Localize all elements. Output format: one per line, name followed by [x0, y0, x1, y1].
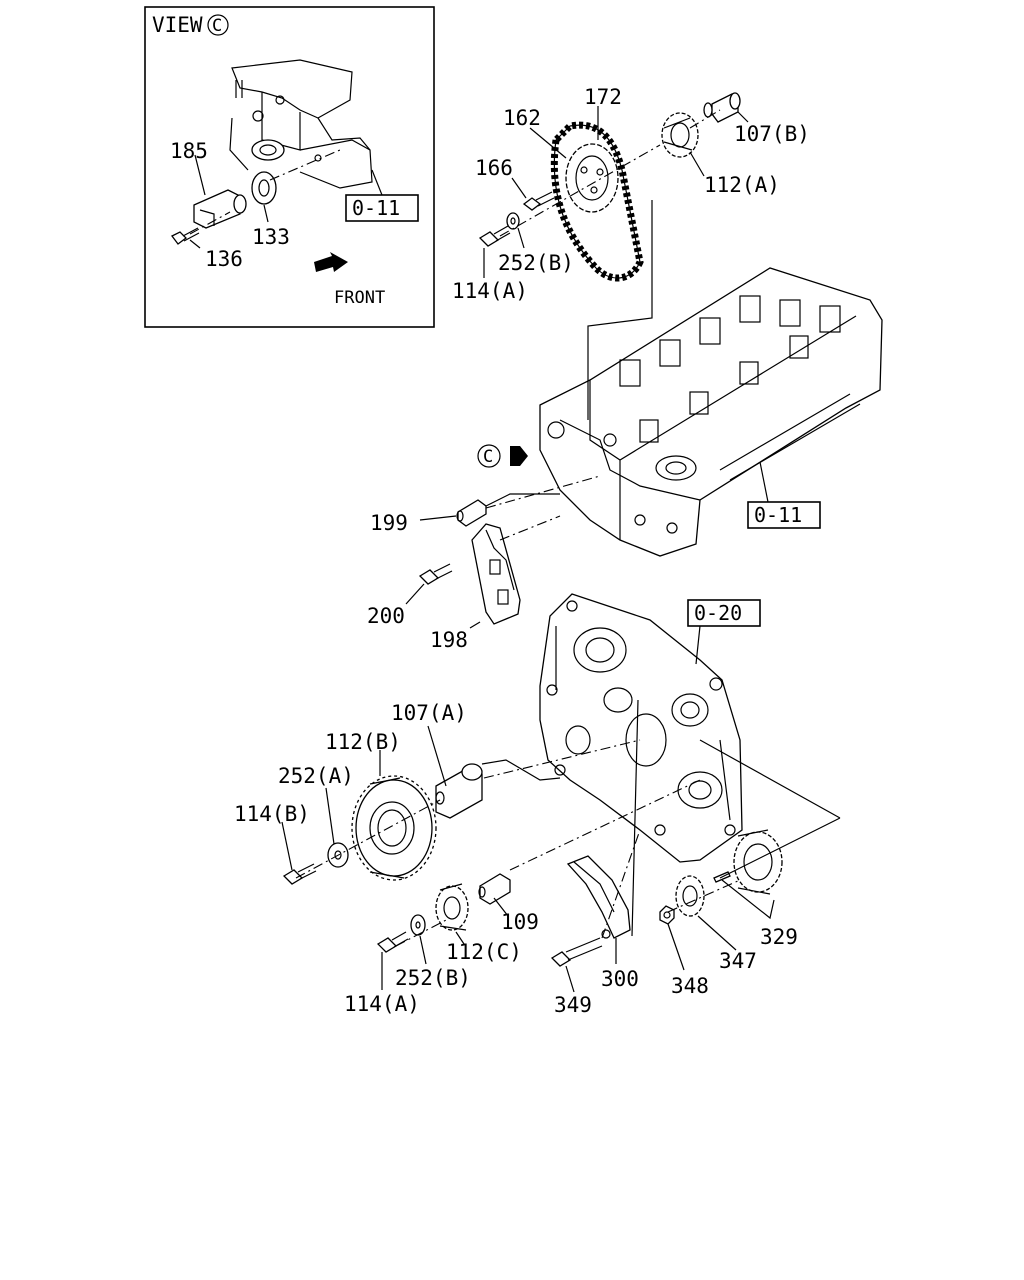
idler-shaft-107a: [435, 763, 483, 819]
pin-199: [456, 499, 487, 527]
timing-chain-assembly: 172 162 166 107(B) 112(A) 252(B) 114(A): [452, 85, 810, 303]
callout-112c: 112(C): [446, 940, 522, 964]
callout-114b: 114(B): [234, 802, 310, 826]
callout-133: 133: [252, 225, 290, 249]
head-ref-box: [747, 501, 821, 529]
callout-114a-top: 114(A): [452, 279, 528, 303]
inset-ref-box-text: 0-11: [352, 196, 400, 220]
callout-252a: 252(A): [278, 764, 354, 788]
callout-198: 198: [430, 628, 468, 652]
callout-114a-bottom: 114(A): [344, 992, 420, 1016]
callout-348: 348: [671, 974, 709, 998]
bushing-107b: [703, 92, 741, 123]
gear-329: [733, 829, 783, 895]
gear-112a: [661, 112, 699, 158]
callout-107a: 107(A): [391, 701, 467, 725]
callout-200: 200: [367, 604, 405, 628]
callout-112b: 112(B): [325, 730, 401, 754]
direction-c-marker: C: [477, 444, 528, 468]
callout-172: 172: [584, 85, 622, 109]
chain-guide-group: 199 200 198: [367, 475, 601, 652]
front-label: FRONT: [334, 288, 385, 308]
cover-ref-box: [687, 599, 761, 627]
inset-view-marker-circle: [207, 14, 229, 36]
bolt-166: [522, 191, 555, 211]
callout-199: 199: [370, 511, 408, 535]
inset-ref-box: [345, 194, 419, 222]
bolt-114a-top: [478, 225, 511, 247]
gear-112c: [435, 883, 469, 931]
chain-guide-198: [471, 523, 521, 625]
inset-block-fragment: [229, 59, 373, 189]
tensioner-arm-300: [566, 855, 631, 939]
callout-349: 349: [554, 993, 592, 1017]
callout-112a: 112(A): [704, 173, 780, 197]
cover-ref-box-text: 0-20: [694, 601, 742, 625]
direction-arrow-icon: [510, 446, 528, 466]
washer-252b-bottom: [410, 914, 426, 936]
cylinder-head: [539, 200, 883, 557]
inset-gasket-133: [251, 171, 277, 205]
direction-marker-text: C: [483, 447, 493, 467]
head-ref-box-text: 0-11: [754, 503, 802, 527]
callout-136: 136: [205, 247, 243, 271]
callout-347: 347: [719, 949, 757, 973]
callout-252b-top: 252(B): [498, 251, 574, 275]
callout-329: 329: [760, 925, 798, 949]
bolt-114b: [282, 863, 317, 885]
front-arrow-icon: [314, 252, 348, 272]
callout-166: 166: [475, 156, 513, 180]
callout-300: 300: [601, 967, 639, 991]
bolt-349: [550, 937, 603, 967]
callout-185: 185: [170, 139, 208, 163]
inset-frame: [144, 6, 435, 328]
idler-gear-112b: [351, 775, 437, 881]
front-cover-0-20: [539, 593, 743, 863]
bolt-200: [418, 563, 453, 585]
bushing-109: [478, 873, 511, 905]
inset-bolt-136: [171, 227, 200, 245]
lower-gear-train: 107(A) 112(B) 252(A) 114(B) 109 112(C) 2…: [234, 699, 841, 1017]
callout-109: 109: [501, 910, 539, 934]
camshaft-sprocket-162: [565, 143, 619, 213]
nut-348: [659, 905, 675, 925]
callout-107b: 107(B): [734, 122, 810, 146]
callout-252b-bottom: 252(B): [395, 966, 471, 990]
washer-252b-top: [506, 212, 520, 230]
callout-162: 162: [503, 106, 541, 130]
gear-347: [675, 875, 705, 917]
cam-towers: [619, 295, 841, 443]
inset-sensor-185: [193, 189, 247, 229]
inset-view-label: VIEW: [152, 13, 203, 37]
inset-view-marker: C: [212, 16, 222, 36]
inset-view-c: VIEW C: [144, 6, 435, 328]
